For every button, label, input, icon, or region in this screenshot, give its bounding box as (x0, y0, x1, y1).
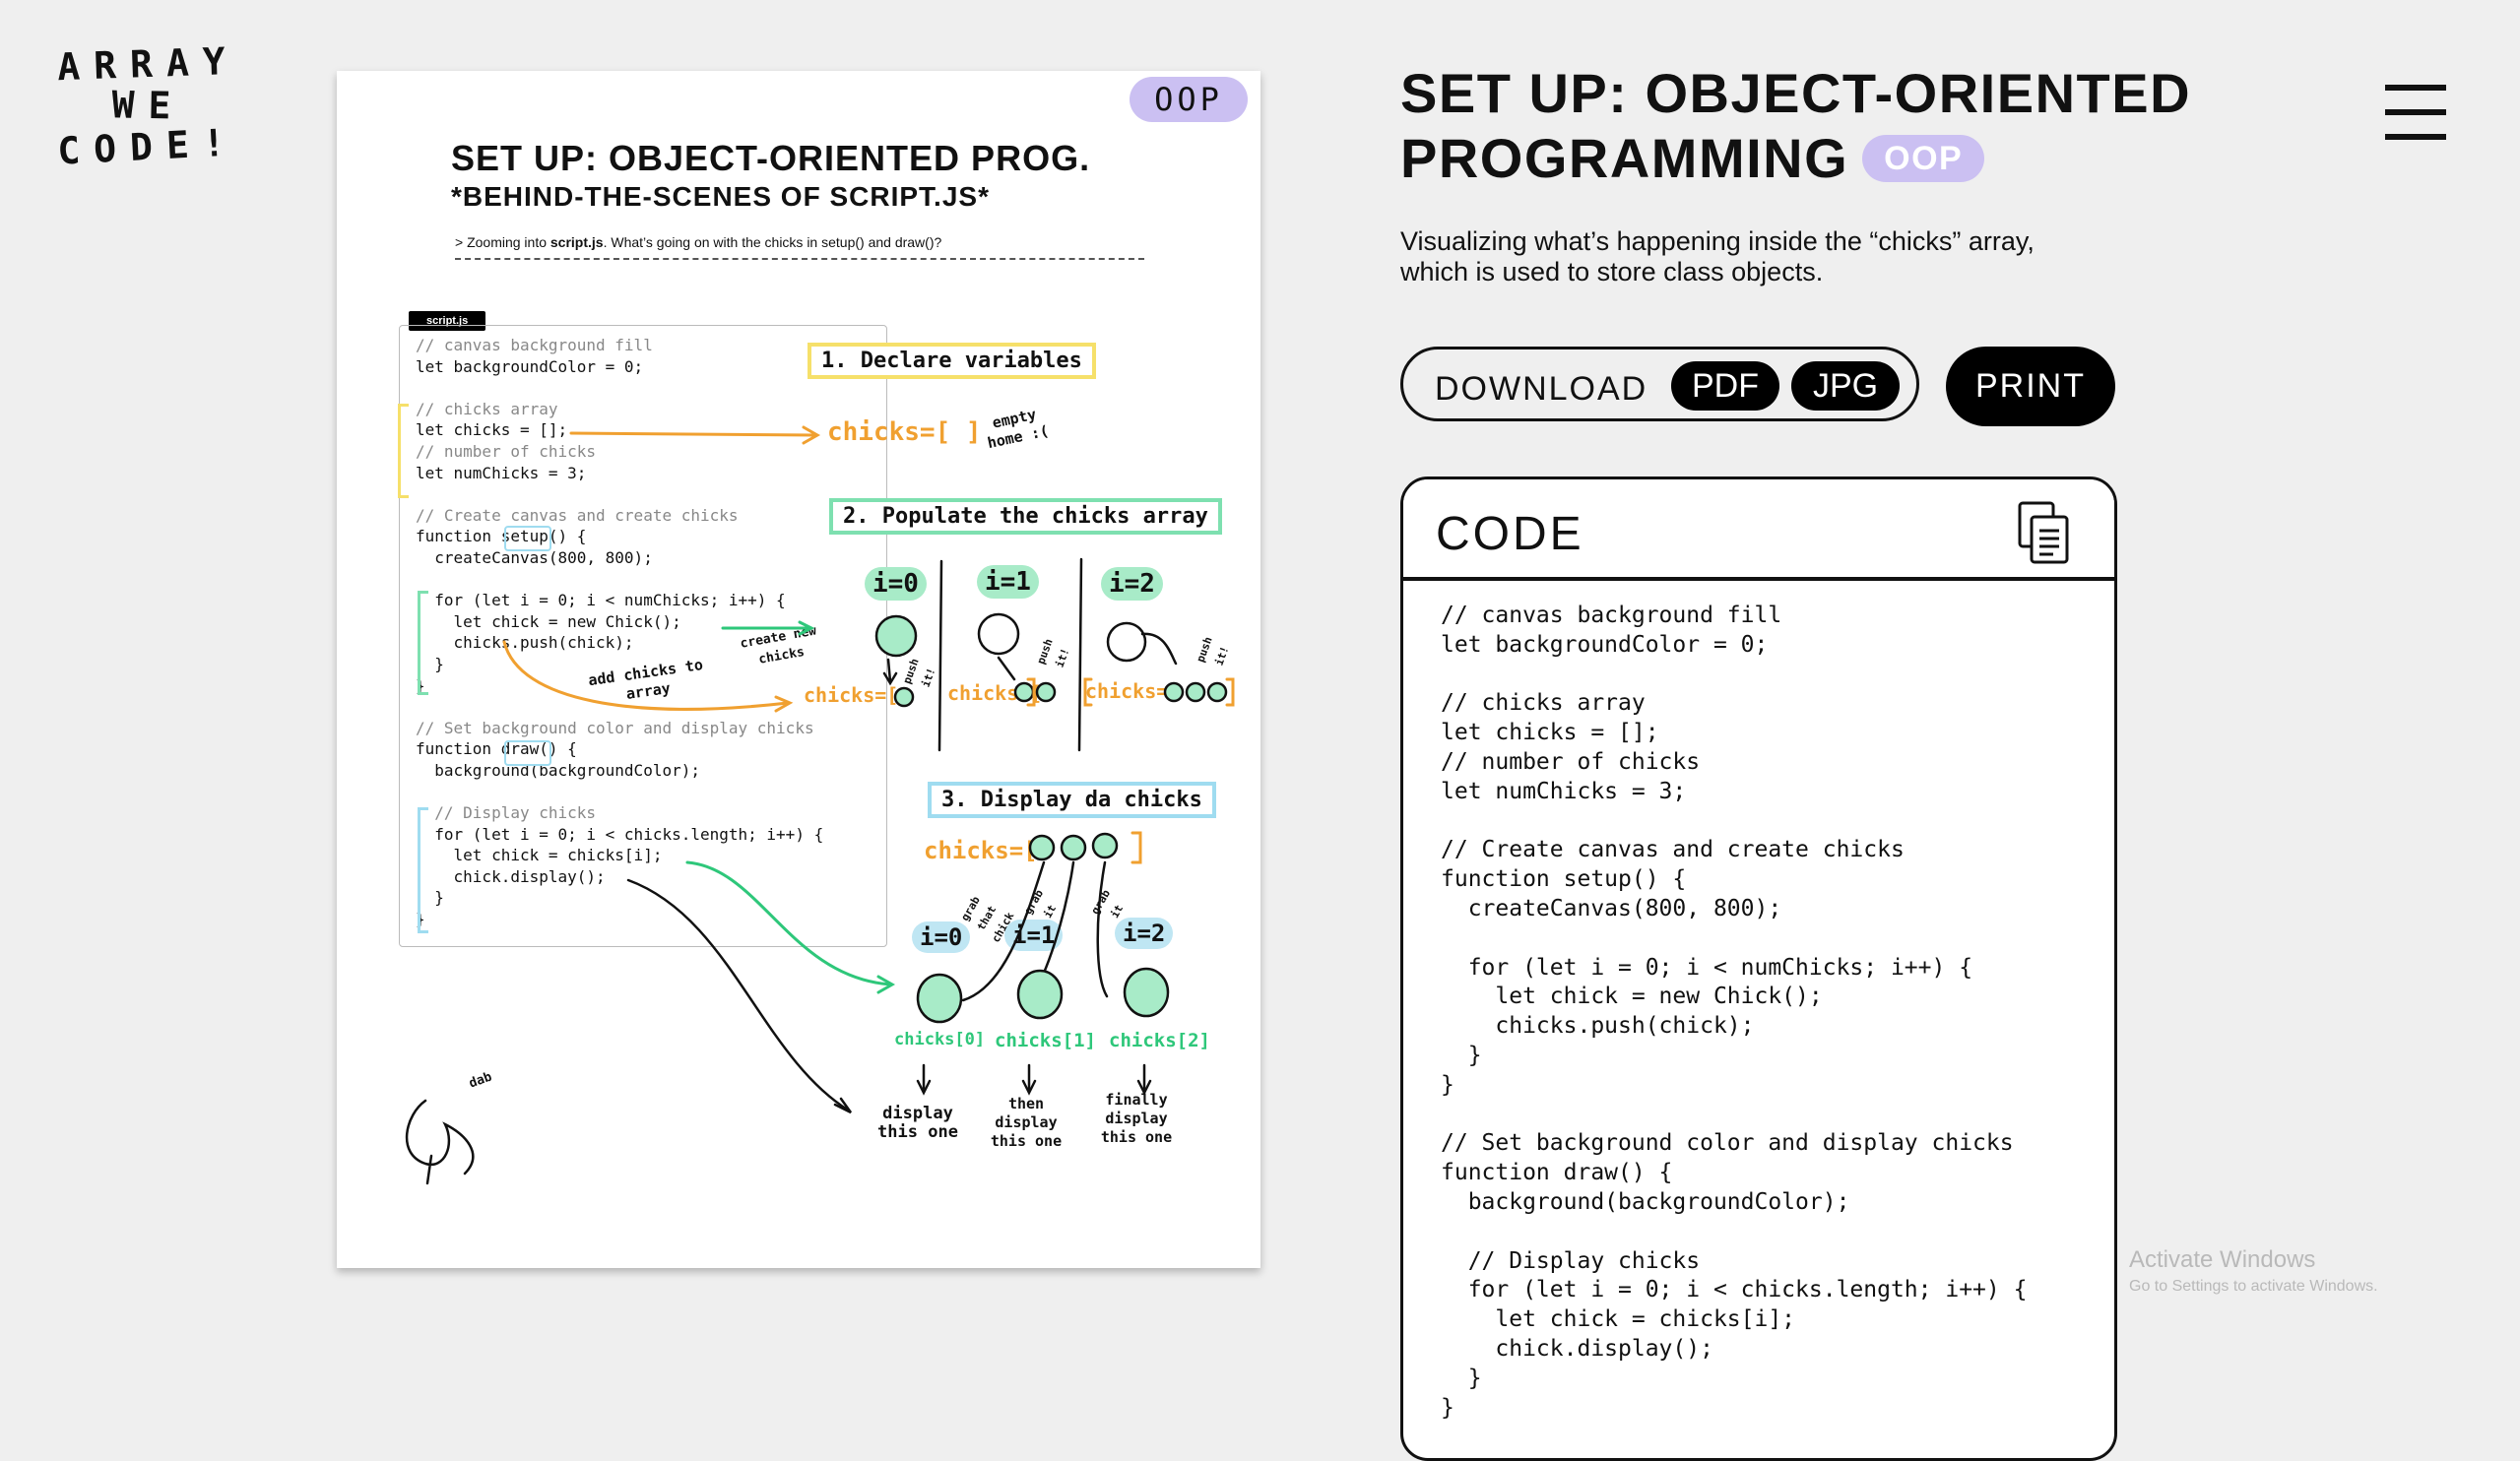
activate-windows-watermark: Activate Windows Go to Settings to activ… (2129, 1246, 2378, 1296)
step3-i1: i=1 (1004, 920, 1064, 951)
setup-highlight (504, 526, 551, 551)
step3-i2: i=2 (1115, 918, 1174, 949)
step-3-label: 3. Display da chicks (928, 782, 1216, 818)
title-line-2-wrap: PROGRAMMING OOP (1400, 126, 2191, 191)
menu-bar-1 (2385, 85, 2446, 91)
signature-note: dab (467, 1069, 494, 1092)
title-line-2: PROGRAMMING (1400, 127, 1849, 189)
poster-subtitle: *BEHIND-THE-SCENES OF SCRIPT.JS* (451, 181, 990, 212)
display-note-0: display this one (877, 1104, 958, 1142)
poster-code-line: for (let i = 0; i < chicks.length; i++) … (416, 824, 824, 844)
oop-badge: OOP (1862, 135, 1985, 183)
draw-highlight (504, 740, 551, 766)
activate-line-1: Activate Windows (2129, 1246, 2316, 1273)
copy-icon[interactable] (2018, 501, 2069, 564)
step2-i2: i=2 (1101, 567, 1163, 601)
hamburger-menu-icon[interactable] (2385, 85, 2446, 159)
poster-code-line: chicks.push(chick); (416, 633, 634, 653)
poster-code-line: let numChicks = 3; (416, 463, 587, 482)
step3-i0: i=0 (912, 921, 971, 953)
step-2-label: 2. Populate the chicks array (829, 498, 1222, 535)
menu-bar-2 (2385, 109, 2446, 115)
poster-code-line: // Display chicks (416, 803, 597, 823)
poster-code-line: let chick = new Chick(); (416, 611, 681, 631)
download-jpg-button[interactable]: JPG (1791, 361, 1900, 411)
ref-chicks-1: chicks[1] (995, 1030, 1096, 1051)
activate-line-2: Go to Settings to activate Windows. (2129, 1278, 2378, 1295)
poster-desc-prefix: > Zooming into (455, 234, 550, 250)
chicks-array-2: chicks=[ (947, 681, 1043, 705)
poster-code-line: chick.display(); (416, 866, 606, 886)
poster-desc-suffix: . What’s going on with the chicks in set… (603, 234, 942, 250)
display-bracket (418, 807, 428, 933)
download-pdf-button[interactable]: PDF (1671, 361, 1779, 411)
empty-note: empty home :( (986, 405, 1051, 453)
push-note-1: push it! (900, 657, 938, 689)
code-panel-header: CODE (1403, 479, 2114, 581)
poster-oop-tag: OOP (1130, 77, 1248, 122)
poster-code-line: let chicks = []; (416, 420, 568, 440)
step2-i0: i=0 (865, 567, 927, 601)
poster-code-line: } (416, 888, 444, 908)
poster-code-line: // number of chicks (416, 441, 597, 461)
download-label: DOWNLOAD (1435, 370, 1648, 408)
poster-code-line: let chick = chicks[i]; (416, 846, 663, 865)
page-title: SET UP: OBJECT-ORIENTED PROGRAMMING OOP (1400, 61, 2191, 191)
populate-bracket (418, 591, 428, 695)
push-note-2: push it! (1034, 637, 1072, 669)
poster-code-line: function draw() { (416, 739, 577, 759)
ref-chicks-2: chicks[2] (1109, 1030, 1210, 1051)
poster-code-line: // Set background color and display chic… (416, 718, 814, 737)
chicks-empty-label: chicks=[ ] (827, 417, 982, 447)
poster-code-line: function setup() { (416, 527, 587, 546)
display-note-1: then display this one (990, 1095, 1063, 1150)
ref-chicks-0: chicks[0] (894, 1030, 986, 1049)
chicks-array-full: chicks=[ (924, 837, 1038, 864)
logo-line-1: ARRAY (56, 38, 240, 90)
page-description: Visualizing what’s happening inside the … (1400, 226, 2035, 286)
poster-code-line: createCanvas(800, 800); (416, 547, 653, 567)
poster-desc-file: script.js (549, 234, 604, 250)
push-note-3: push it! (1194, 635, 1232, 667)
poster-description: > Zooming into script.js. What’s going o… (455, 234, 1144, 260)
chicks-array-3: chicks=[ (1085, 679, 1181, 703)
code-block: // canvas background fill let background… (1441, 603, 2028, 1421)
poster-code-line: } (416, 654, 444, 673)
poster-code-line: // chicks array (416, 399, 558, 418)
step-1-label: 1. Declare variables (808, 343, 1096, 379)
script-file-label: script.js (409, 311, 486, 331)
logo-line-3: CODE! (56, 120, 240, 173)
poster-title: SET UP: OBJECT-ORIENTED PROG. (451, 138, 1091, 178)
chicks-array-1: chicks=[ (804, 683, 899, 707)
step2-i1: i=1 (977, 565, 1039, 599)
poster-image: OOP SET UP: OBJECT-ORIENTED PROG. *BEHIN… (337, 71, 1260, 1268)
code-panel-title: CODE (1436, 508, 1584, 560)
code-panel: CODE // canvas background fill let backg… (1400, 476, 2117, 1461)
display-note-2: finally display this one (1100, 1091, 1173, 1146)
title-line-1: SET UP: OBJECT-ORIENTED (1400, 62, 2192, 124)
poster-code-line: // canvas background fill (416, 336, 653, 354)
poster-code-line: // Create canvas and create chicks (416, 505, 739, 525)
declare-bracket (398, 404, 409, 498)
poster-code-line: for (let i = 0; i < numChicks; i++) { (416, 591, 786, 610)
print-button[interactable]: PRINT (1946, 347, 2115, 426)
poster-code-line: let backgroundColor = 0; (416, 356, 644, 376)
site-logo[interactable]: ARRAY WE CODE! (56, 38, 240, 173)
poster-code-line: background(backgroundColor); (416, 760, 700, 780)
download-group: DOWNLOAD PDF JPG (1400, 347, 1919, 421)
menu-bar-3 (2385, 134, 2446, 140)
